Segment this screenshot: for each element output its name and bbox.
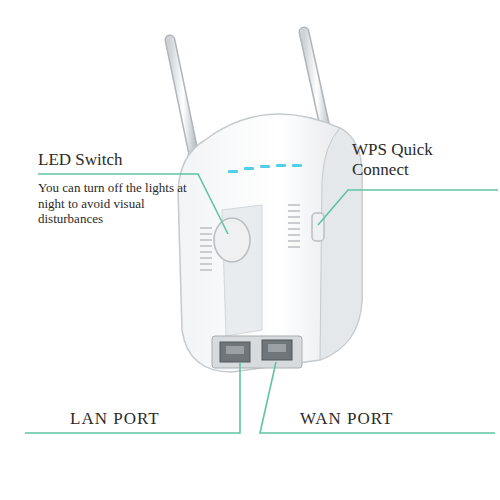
ethernet-ports — [212, 336, 302, 368]
callout-title: LED Switch — [38, 150, 208, 170]
callout-title: WPS Quick Connect — [352, 140, 492, 181]
port-label: LAN PORT — [70, 409, 230, 429]
led-switch-button — [214, 218, 250, 262]
callout-note: You can turn off the lights at night to … — [38, 180, 208, 227]
led-row — [228, 164, 302, 173]
leader-line — [25, 174, 498, 433]
device-body — [178, 114, 362, 372]
wps-button — [312, 213, 324, 241]
port-label: WAN PORT — [300, 409, 470, 429]
